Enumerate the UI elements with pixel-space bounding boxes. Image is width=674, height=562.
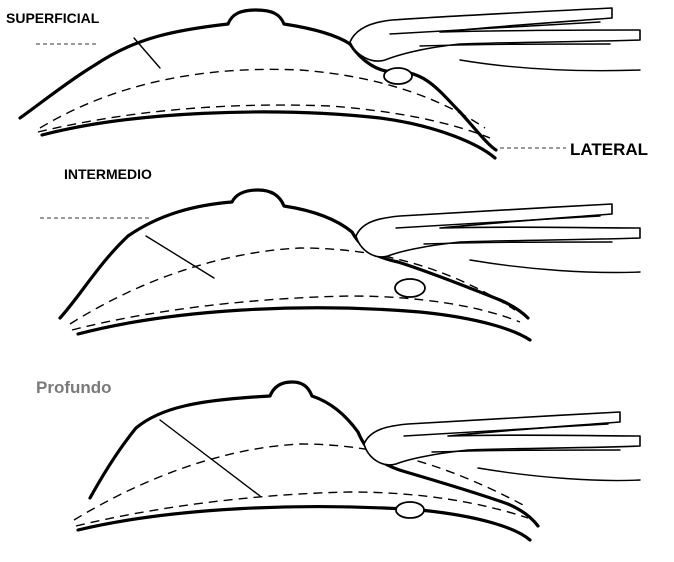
panel-profundo — [74, 382, 640, 540]
label-superficial: SUPERFICIAL — [6, 10, 99, 26]
chest-wall-intermedio — [78, 308, 530, 340]
hand-wrist-intermedio — [470, 260, 640, 273]
label-lateral: LATERAL — [570, 140, 648, 160]
lump-profundo — [396, 502, 424, 518]
hand-wrist-profundo — [478, 468, 640, 481]
examining-hand-intermedio — [356, 204, 640, 257]
label-profundo: Profundo — [36, 378, 112, 398]
lump-intermedio — [395, 279, 425, 297]
tissue-layer-upper-superficial — [40, 69, 485, 128]
depth-line-superficial — [134, 38, 160, 68]
lump-superficial — [384, 68, 412, 84]
examining-hand-superficial — [350, 8, 640, 61]
panel-superficial — [20, 8, 640, 158]
depth-line-profundo — [160, 420, 260, 496]
hand-wrist-superficial — [460, 60, 640, 71]
breast-contour-intermedio — [60, 190, 528, 318]
panel-intermedio — [40, 190, 640, 340]
label-intermedio: INTERMEDIO — [64, 166, 152, 182]
tissue-layer-upper-intermedio — [70, 248, 515, 324]
tissue-layer-lower-intermedio — [72, 296, 520, 330]
chest-wall-profundo — [78, 507, 530, 540]
tissue-layer-upper-profundo — [74, 444, 525, 520]
breast-contour-profundo — [90, 382, 538, 526]
tissue-layer-lower-profundo — [76, 492, 528, 526]
examining-hand-profundo — [364, 412, 640, 465]
